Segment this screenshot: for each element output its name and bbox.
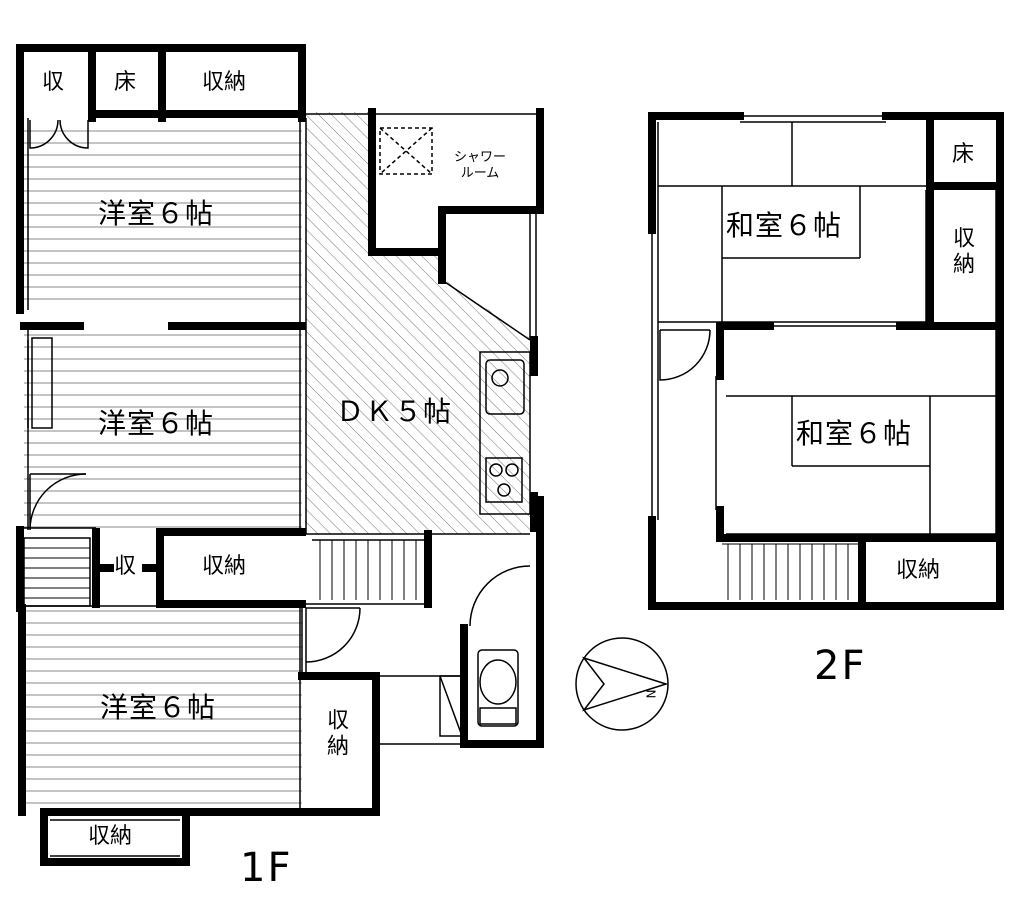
room-label-japanese-2: 和室６帖 <box>796 417 913 450</box>
room-label-bottom-storage: 収納 <box>88 824 133 849</box>
western-room-2-floor <box>24 330 302 530</box>
room-label-shower: シャワー ルーム <box>454 150 507 182</box>
room-label-western-1: 洋室６帖 <box>98 197 215 230</box>
room-label-mid-closet: 収 <box>114 554 137 579</box>
western-room-3-floor <box>24 608 302 808</box>
second-floor <box>648 112 1004 610</box>
room-label-bottom-storage-2f: 収納 <box>896 558 941 583</box>
room-label-top-storage: 収納 <box>202 70 247 95</box>
compass-icon <box>575 637 669 731</box>
room-label-western-3: 洋室６帖 <box>100 691 217 724</box>
room-label-mid-storage: 収納 <box>202 554 247 579</box>
room-label-western-2: 洋室６帖 <box>98 407 215 440</box>
room-label-side-storage-2f: 収納 <box>949 226 974 278</box>
room-label-alcove-2f: 床 <box>952 142 975 167</box>
room-label-dk: ＤＫ５帖 <box>336 395 453 428</box>
dk-floor <box>305 112 530 534</box>
compass-north-label: N <box>643 689 658 699</box>
western-room-1-floor <box>24 120 302 310</box>
room-label-top-closet: 収 <box>42 70 65 95</box>
room-label-right-storage: 収納 <box>323 708 348 760</box>
floor-label-1f: 1F <box>240 845 293 891</box>
floor-label-2f: 2F <box>814 643 867 689</box>
room-label-japanese-1: 和室６帖 <box>726 209 843 242</box>
room-label-top-alcove: 床 <box>114 70 137 95</box>
first-floor <box>16 44 544 866</box>
